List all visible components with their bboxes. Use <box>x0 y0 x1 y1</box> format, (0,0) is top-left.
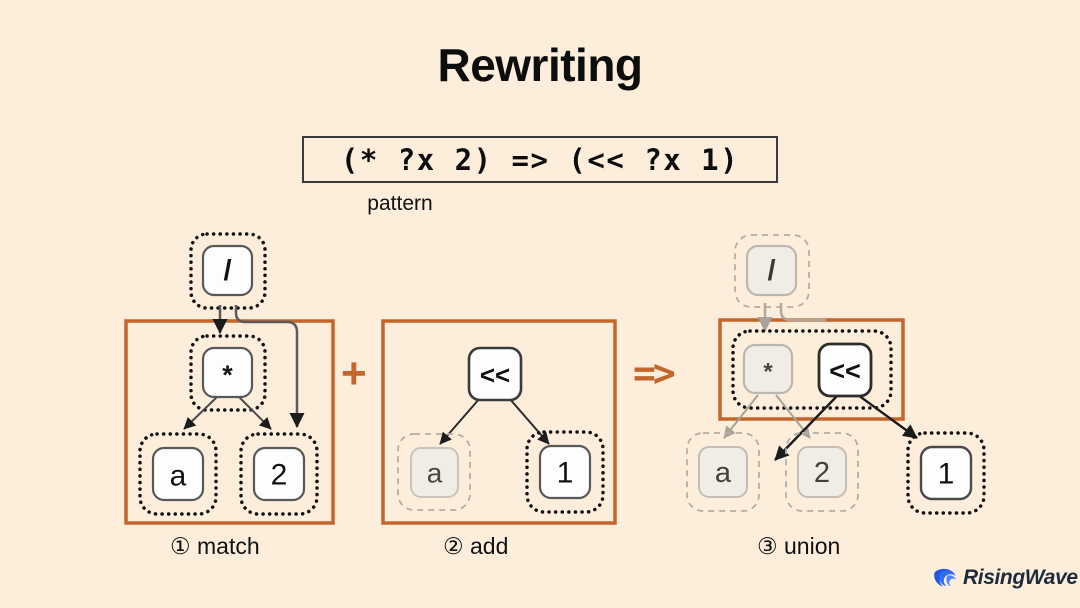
eclass-a-union <box>686 432 760 512</box>
node-div-union-label: / <box>767 255 775 287</box>
edge-mul-to-a <box>183 395 219 430</box>
wave-icon <box>934 568 956 587</box>
eclass-two-union <box>785 432 859 512</box>
node-a-add-label: a <box>427 458 443 489</box>
node-two-match-label: 2 <box>271 459 288 492</box>
eclass-mul-match <box>189 334 267 412</box>
edge-mul-to-a-union <box>723 394 759 439</box>
panel-match-highlight <box>124 319 335 525</box>
eclass-a-match <box>138 432 218 516</box>
node-mul-union-label: * <box>763 359 773 386</box>
edge-shift-to-a-add <box>439 397 481 445</box>
node-one-add-label: 1 <box>557 457 574 490</box>
node-one-union <box>919 445 973 501</box>
logo-text: RisingWave <box>963 566 1078 589</box>
pattern-caption: pattern <box>367 192 433 215</box>
node-shift-union <box>817 342 873 398</box>
page-title: Rewriting <box>437 39 643 91</box>
separator-arrow: => <box>633 351 676 395</box>
node-two-match <box>252 446 306 502</box>
node-a-union-label: a <box>715 457 732 489</box>
caption-union: ③ union <box>757 533 841 559</box>
node-shift-add-label: << <box>480 360 510 390</box>
edge-shift-to-one-union <box>857 394 918 439</box>
edge-mul-to-two-union <box>775 394 811 439</box>
pattern-box: (* ?x 2) => (<< ?x 1) <box>302 136 778 183</box>
eclass-one-union <box>906 431 986 515</box>
node-div-match <box>201 244 254 297</box>
node-two-union <box>797 446 847 498</box>
eclass-a-add <box>397 433 471 511</box>
eclass-div-union <box>734 234 810 308</box>
panel-union-highlight <box>718 318 905 421</box>
eclass-merged-union <box>731 329 893 410</box>
edge-shift-to-a-union <box>774 394 839 461</box>
edge-div-to-two <box>234 305 305 429</box>
caption-add: ② add <box>443 533 509 559</box>
edge-mul-to-two <box>237 395 272 430</box>
eclass-one-add <box>525 430 605 514</box>
node-a-union <box>698 446 748 498</box>
node-a-add <box>410 447 459 498</box>
node-one-union-label: 1 <box>938 458 955 491</box>
node-a-match <box>151 446 205 502</box>
eclass-div-match <box>189 232 267 310</box>
node-one-add <box>538 444 592 500</box>
risingwave-logo: RisingWave <box>932 566 1078 590</box>
node-div-union <box>745 244 798 297</box>
node-mul-match-label: * <box>222 360 233 390</box>
edge-shift-to-one-add <box>508 397 550 445</box>
pattern-text: (* ?x 2) => (<< ?x 1) <box>340 142 740 177</box>
caption-match: ① match <box>170 533 260 559</box>
separator-plus: + <box>341 349 367 398</box>
node-mul-match <box>201 346 254 399</box>
node-a-match-label: a <box>170 460 187 493</box>
panel-add-highlight <box>381 319 617 525</box>
eclass-two-match <box>239 432 319 516</box>
node-two-union-label: 2 <box>814 457 830 489</box>
node-shift-add <box>467 346 523 402</box>
node-div-match-label: / <box>223 255 231 287</box>
edge-div-to-two-union <box>779 303 826 322</box>
node-shift-union-label: << <box>829 356 861 386</box>
node-mul-union <box>742 343 794 395</box>
